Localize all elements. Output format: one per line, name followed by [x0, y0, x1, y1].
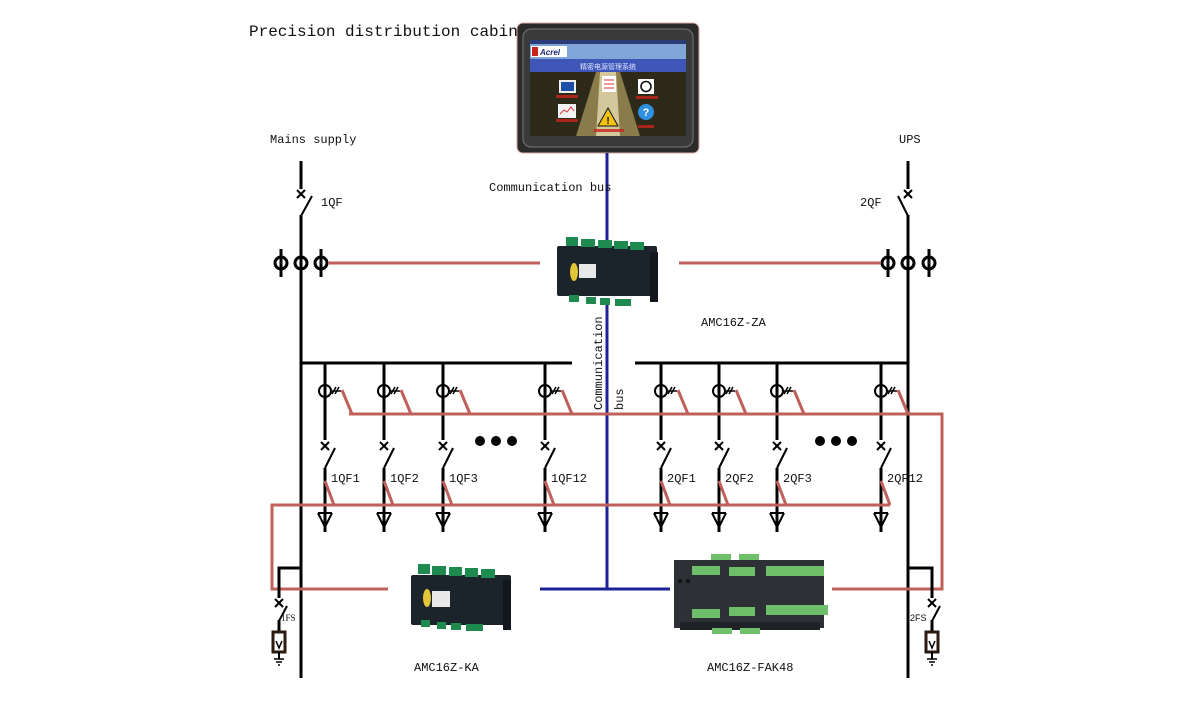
ct-icon [538, 384, 552, 398]
comm-bus-vertical-label-2: bus [613, 388, 627, 410]
branch-right-2: 2QF2 [711, 363, 754, 532]
branch-circuits: 1QF1 1QF2 1QF3 1QF12 2QF1 2QF2 2QF3 2QF12 [317, 363, 923, 532]
ct-symbols-right [880, 249, 937, 277]
breaker-icon [776, 447, 788, 469]
hmi-title-bar [530, 59, 686, 72]
breaker-2qf-label: 2QF [860, 196, 882, 210]
branch-label: 1QF12 [551, 472, 587, 486]
branch-left-1: 1QF1 [317, 363, 360, 532]
breaker-2qf [897, 195, 909, 217]
hmi-trend-icon[interactable] [558, 104, 576, 118]
branch-left-3: 1QF3 [435, 363, 478, 532]
surge-2fs-label: 2FS [910, 613, 927, 623]
hmi-brand-logo: Acrel [539, 48, 561, 57]
ct-icon [770, 384, 784, 398]
ct-symbols-left [273, 249, 329, 277]
surge-protector-left [271, 566, 301, 666]
ct-icon [654, 384, 668, 398]
device-amc16z-za[interactable] [557, 237, 658, 306]
device-za-label: AMC16Z-ZA [701, 316, 767, 330]
ct-icon [436, 384, 450, 398]
diagram-title: Precision distribution cabinet [249, 23, 537, 41]
hmi-touchscreen: Acrel 精密电源管理系统 ! ? [516, 22, 700, 154]
breaker-1qf-label: 1QF [321, 196, 343, 210]
breaker-icon [383, 447, 395, 469]
svg-text:!: ! [606, 116, 609, 127]
device-fak48-label: AMC16Z-FAK48 [707, 661, 793, 675]
ct-icon [377, 384, 391, 398]
branch-right-4: 2QF12 [873, 363, 923, 532]
ellipsis-right [815, 436, 857, 446]
branch-label: 2QF1 [667, 472, 696, 486]
ct-icon [318, 384, 332, 398]
branch-left-4: 1QF12 [537, 363, 587, 532]
branch-right-3: 2QF3 [769, 363, 812, 532]
ct-signal-trunk [349, 412, 944, 591]
branch-label: 2QF2 [725, 472, 754, 486]
breaker-icon [442, 447, 454, 469]
comm-bus-vertical-label-1: Communication [592, 316, 606, 410]
svg-text:?: ? [643, 107, 650, 119]
mains-supply-label: Mains supply [270, 133, 356, 147]
ellipsis-left [475, 436, 517, 446]
branch-label: 1QF1 [331, 472, 360, 486]
ct-icon [874, 384, 888, 398]
left-main-feeder [273, 161, 572, 678]
breaker-status-trunk [270, 503, 890, 591]
ups-label: UPS [899, 133, 921, 147]
communication-bus [540, 153, 670, 591]
branch-right-1: 2QF1 [653, 363, 696, 532]
hmi-banner [530, 44, 686, 59]
hmi-screen-title: 精密电源管理系统 [580, 62, 636, 71]
breaker-icon [718, 447, 730, 469]
branch-left-2: 1QF2 [376, 363, 419, 532]
branch-label: 2QF12 [887, 472, 923, 486]
breaker-icon [544, 447, 556, 469]
breaker-1qf [300, 195, 313, 217]
comm-bus-label: Communication bus [489, 181, 611, 195]
breaker-icon [660, 447, 672, 469]
surge-protector-right [908, 566, 941, 666]
device-amc16z-fak48[interactable] [674, 554, 828, 634]
branch-label: 1QF2 [390, 472, 419, 486]
branch-label: 1QF3 [449, 472, 478, 486]
branch-label: 2QF3 [783, 472, 812, 486]
surge-1fs-label: 1FS [281, 613, 296, 623]
signal-trunks [270, 412, 944, 591]
device-ka-label: AMC16Z-KA [414, 661, 480, 675]
hmi-help-icon[interactable] [638, 104, 654, 120]
breaker-icon [324, 447, 336, 469]
ct-icon [712, 384, 726, 398]
right-main-feeder [635, 161, 937, 678]
breaker-icon [880, 447, 892, 469]
device-amc16z-ka[interactable] [411, 564, 511, 631]
hmi-warning-icon[interactable] [597, 106, 619, 127]
